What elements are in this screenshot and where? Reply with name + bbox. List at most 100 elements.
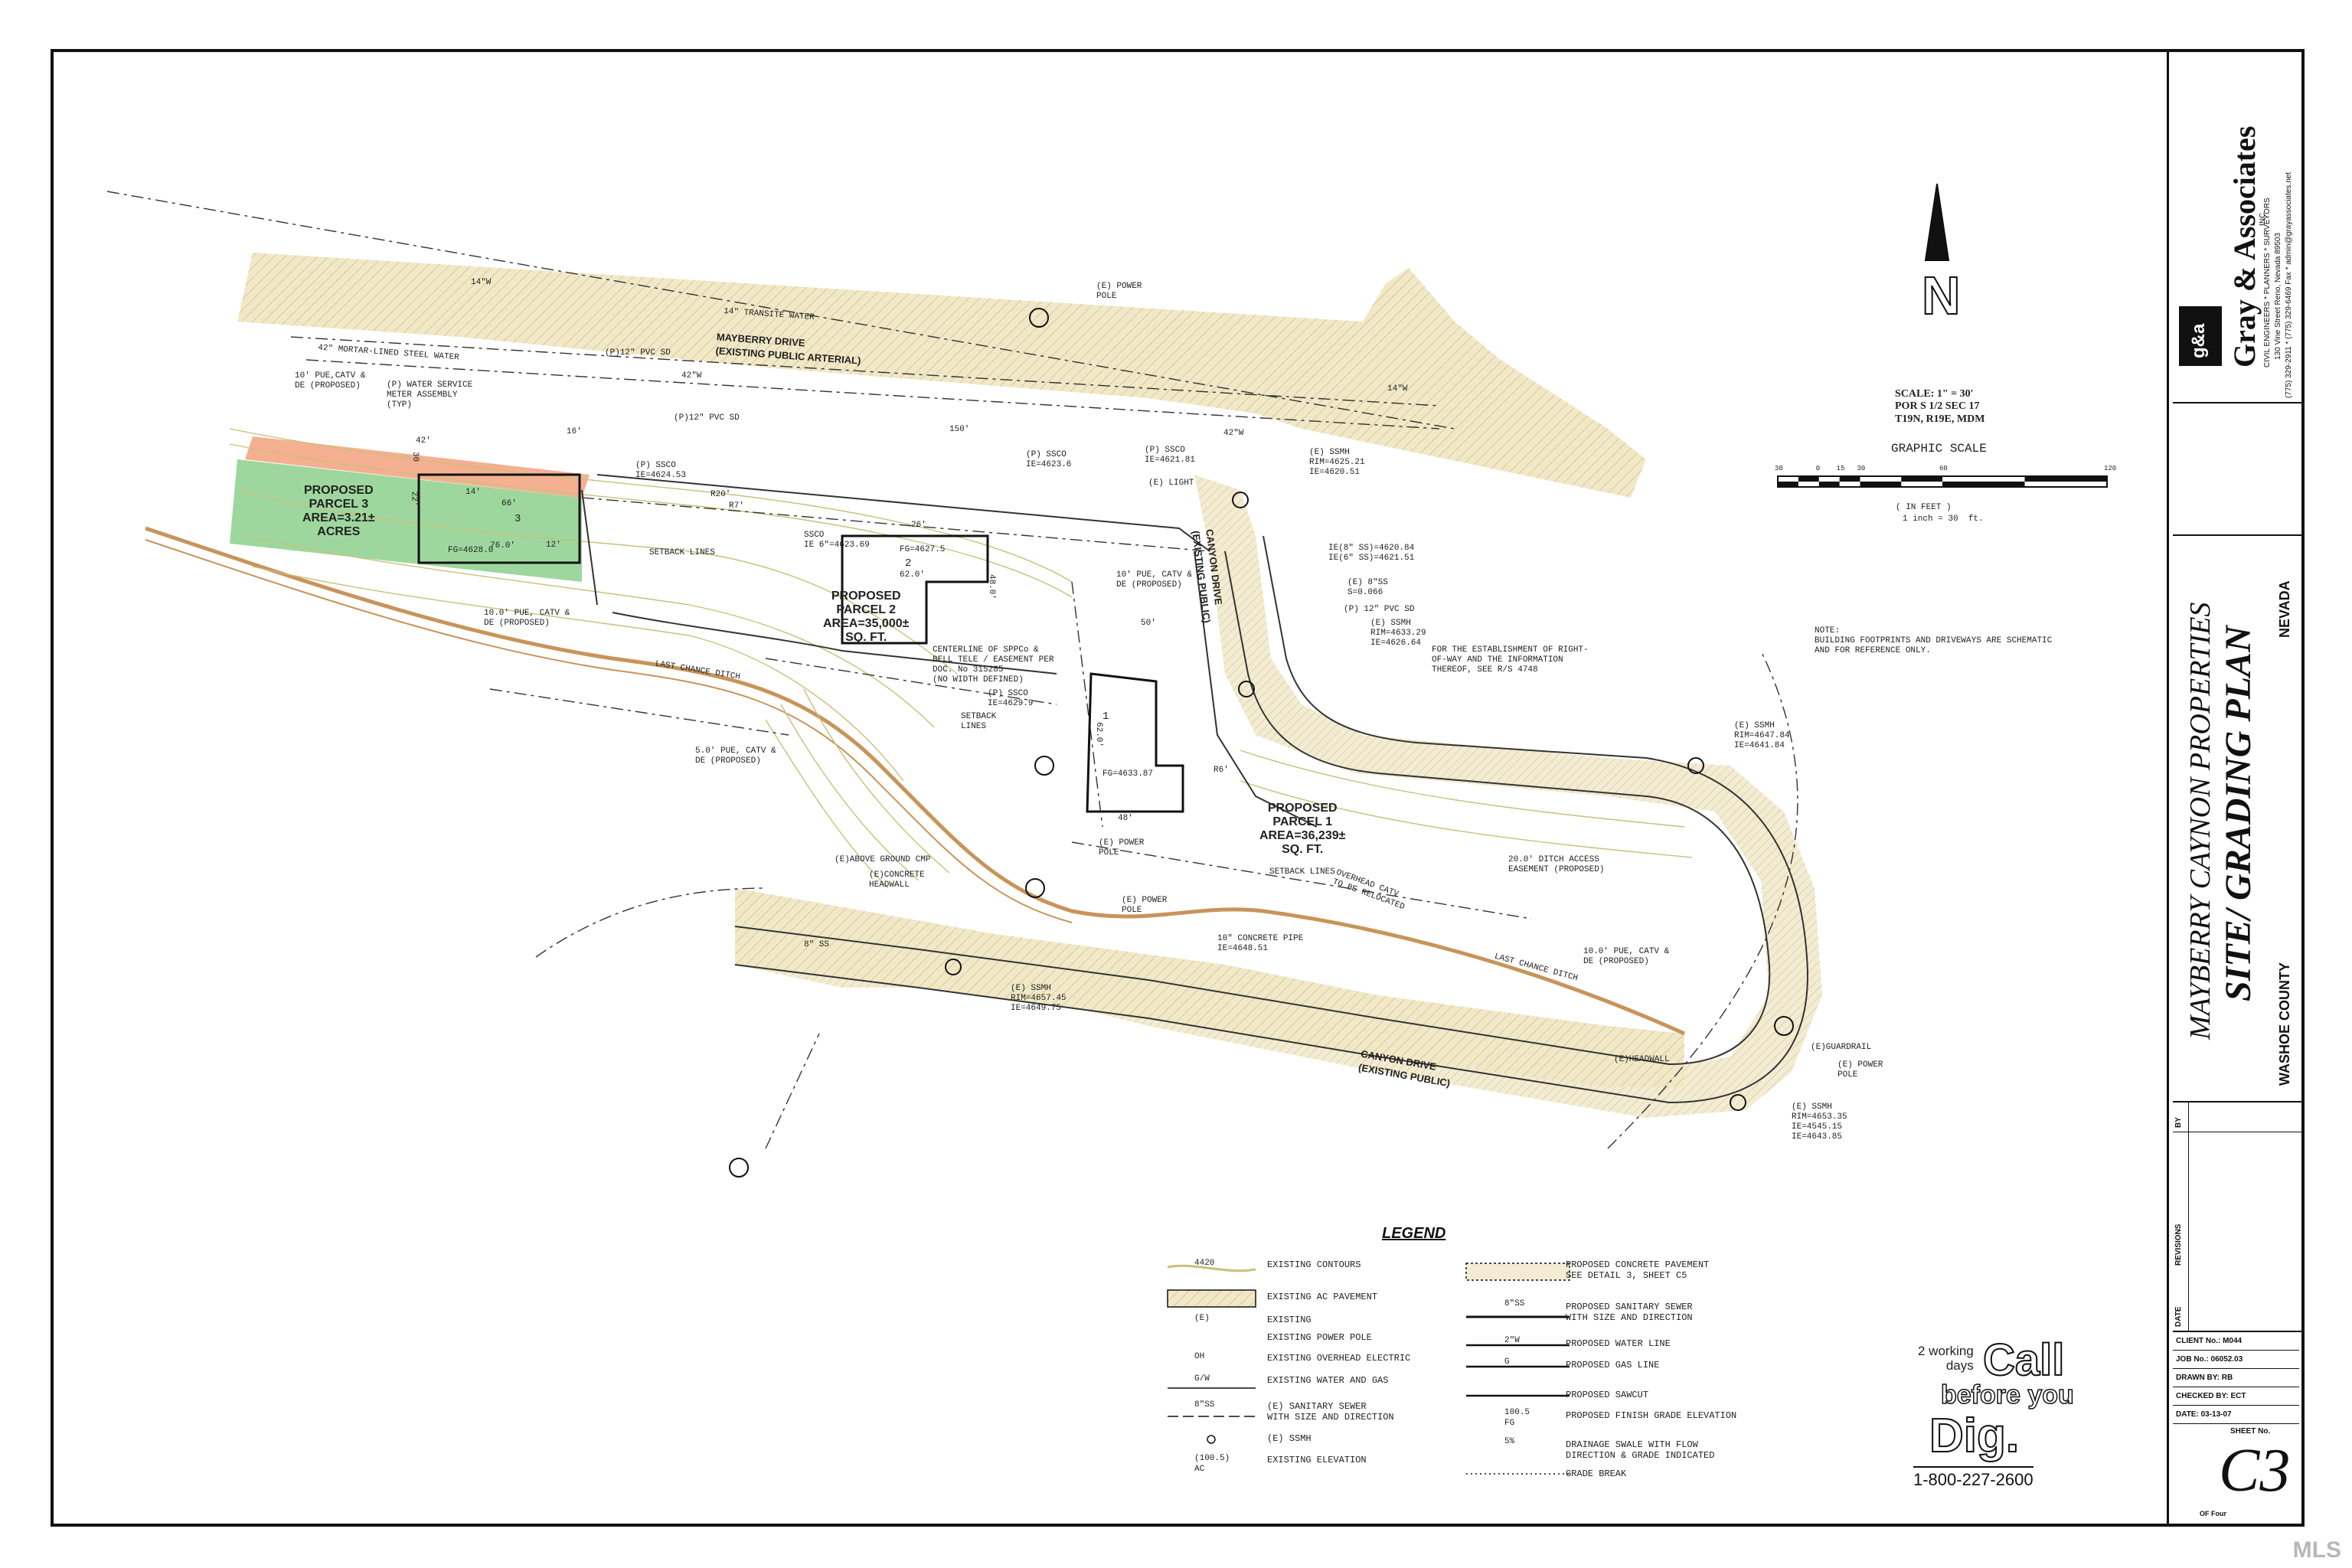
legend-symbol-label: (100.5) AC bbox=[1194, 1454, 1230, 1474]
sewer-8-label: (E) 8"SS S=0.066 bbox=[1348, 578, 1388, 597]
scale-tick-label: 30 bbox=[1857, 465, 1866, 472]
setback-label-2: SETBACK LINES bbox=[961, 712, 997, 731]
dimension-label: 26' bbox=[911, 521, 926, 530]
legend-item-left: EXISTING WATER AND GAS bbox=[1267, 1375, 1389, 1386]
legend-symbol-label: 4420 bbox=[1194, 1259, 1215, 1268]
manhole-icon bbox=[945, 959, 962, 975]
before-you-word: before you bbox=[1940, 1380, 2074, 1410]
legend-item-left: EXISTING bbox=[1267, 1315, 1312, 1325]
graphic-scale-title: GRAPHIC SCALE bbox=[1891, 442, 1987, 456]
firm-logo-text: g&a bbox=[2188, 323, 2209, 358]
scale-line-1: SCALE: 1" = 30' bbox=[1895, 388, 1974, 400]
legend-item-left: EXISTING CONTOURS bbox=[1267, 1259, 1361, 1270]
scale-tick-label: 0 bbox=[1815, 465, 1821, 472]
legend-item-right: PROPOSED CONCRETE PAVEMENT SEE DETAIL 3,… bbox=[1566, 1259, 1710, 1281]
firm-phone: (775) 329-2911 * (775) 329-6469 Fax * ad… bbox=[2285, 172, 2293, 398]
parcel-1-label: PROPOSED PARCEL 1 AREA=36,239± SQ. FT. bbox=[1259, 802, 1346, 856]
ssco-label-1: (P) SSCO IE=4624.53 bbox=[635, 461, 687, 480]
legend-title: LEGEND bbox=[1382, 1225, 1446, 1242]
legend-symbol-label: 8"SS bbox=[1194, 1400, 1215, 1410]
parcel-3-footprint bbox=[417, 473, 581, 564]
legend-item-right: DRAINAGE SWALE WITH FLOW DIRECTION & GRA… bbox=[1566, 1439, 1715, 1461]
legend-item-right: PROPOSED GAS LINE bbox=[1566, 1360, 1660, 1370]
dashed-easements bbox=[106, 191, 1798, 1149]
dimension-label: 16' bbox=[567, 427, 582, 436]
manhole-icon bbox=[1687, 757, 1704, 774]
building-footprints bbox=[417, 473, 1184, 813]
sheet-label: SHEET No. bbox=[2230, 1427, 2271, 1436]
ssco-label-2: (P) SSCO IE=4623.6 bbox=[1026, 450, 1072, 469]
sewer-8-label-2: 8" SS bbox=[804, 940, 830, 949]
sheet-title: SITE/ GRADING PLAN bbox=[2218, 626, 2259, 1001]
checked-by: CHECKED BY: ECT bbox=[2173, 1387, 2299, 1406]
dimension-label: 62.0' bbox=[1094, 721, 1104, 748]
project-state: NEVADA bbox=[2277, 580, 2292, 638]
pue-label-4: 10' PUE, CATV & DE (PROPOSED) bbox=[1116, 570, 1193, 590]
scale-unit-label: ( IN FEET ) bbox=[1896, 503, 1952, 512]
power-pole-label-3: (E) POWER POLE bbox=[1122, 896, 1168, 915]
legend-symbol-label: 5% bbox=[1504, 1437, 1515, 1446]
water-size-label: 42"W bbox=[1223, 429, 1244, 438]
revisions-block: BY REVISIONS DATE bbox=[2173, 1101, 2303, 1332]
call-working-days: 2 working days bbox=[1918, 1344, 1974, 1373]
legend-item-left: EXISTING ELEVATION bbox=[1267, 1455, 1367, 1465]
mayberry-drive-pavement bbox=[237, 253, 1646, 498]
legend-symbol-label: 8"SS bbox=[1504, 1299, 1525, 1308]
dimension-label: 76.0' bbox=[490, 541, 516, 550]
last-chance-ditch bbox=[145, 526, 1686, 1036]
dimension-label: R7' bbox=[729, 501, 744, 511]
power-pole-icon bbox=[1034, 756, 1054, 776]
legend-symbols bbox=[1167, 1263, 1570, 1475]
dimension-label: 42' bbox=[416, 436, 431, 446]
water-meter-label: (P) WATER SERVICE METER ASSEMBLY (TYP) bbox=[387, 381, 473, 410]
pvc-sd-label-2: (P)12" PVC SD bbox=[674, 413, 740, 423]
guardrail-label: (E)GUARDRAIL bbox=[1811, 1043, 1872, 1052]
legend-concrete-symbol bbox=[1465, 1263, 1570, 1281]
ssco-label-4: SSCO IE 6"=4623.69 bbox=[804, 531, 870, 550]
firm-name: Gray & Associates bbox=[2227, 126, 2262, 368]
parcel-3-green-area bbox=[230, 459, 582, 582]
power-pole-label-2: (E) POWER POLE bbox=[1099, 838, 1145, 858]
property-lines bbox=[581, 474, 1318, 828]
dimension-label: 50' bbox=[1141, 619, 1156, 628]
blank-block bbox=[2173, 402, 2303, 536]
road-edges bbox=[734, 535, 1808, 1104]
drawing-date: DATE: 03-13-07 bbox=[2173, 1406, 2299, 1424]
parcel-2-footprint bbox=[841, 534, 989, 645]
dimension-label: 48.0' bbox=[987, 573, 997, 600]
water-size-label: 42"W bbox=[681, 371, 702, 381]
sheet-number: C3 bbox=[2219, 1437, 2291, 1504]
setback-label-3: SETBACK LINES bbox=[1269, 867, 1335, 877]
project-county: WASHOE COUNTY bbox=[2277, 962, 2292, 1086]
legend-item-right: PROPOSED SANITARY SEWER WITH SIZE AND DI… bbox=[1566, 1302, 1693, 1323]
ssmh-label-3: (E) SSMH RIM=4647.84 IE=4641.84 bbox=[1734, 721, 1790, 750]
ssco-label-3: (P) SSCO IE=4621.81 bbox=[1145, 446, 1196, 465]
pue-label-3: 5.0' PUE, CATV & DE (PROPOSED) bbox=[695, 746, 776, 766]
legend-item-left: (E) SSMH bbox=[1267, 1433, 1312, 1444]
legend-symbol-label: (E) bbox=[1194, 1314, 1210, 1323]
job-number: JOB No.: 06052.03 bbox=[2173, 1351, 2299, 1369]
concrete-pipe-label: 10" CONCRETE PIPE IE=4648.51 bbox=[1217, 934, 1304, 953]
manhole-icon bbox=[1730, 1094, 1746, 1111]
by-label: BY bbox=[2174, 1117, 2183, 1128]
title-block bbox=[2167, 51, 2301, 1525]
ssmh-label-2: (E) SSMH RIM=4633.29 IE=4626.64 bbox=[1370, 619, 1426, 648]
power-pole-label: (E) POWER POLE bbox=[1096, 282, 1142, 301]
scale-unit-conversion: 1 inch = 30 ft. bbox=[1903, 514, 1984, 524]
legend-symbol-label: OH bbox=[1194, 1352, 1205, 1361]
ssmh-label-1: (E) SSMH RIM=4625.21 IE=4620.51 bbox=[1309, 448, 1365, 477]
dimension-label: 62.0' bbox=[900, 570, 926, 580]
legend-symbol-label: G bbox=[1504, 1357, 1510, 1367]
sheet-number-block: SHEET No. C3 OF Four bbox=[2173, 1424, 2303, 1524]
dig-word: Dig. bbox=[1929, 1409, 2020, 1463]
ssmh-label-4: (E) SSMH RIM=4657.45 IE=4649.75 bbox=[1011, 984, 1067, 1013]
headwall-label-2: (E)HEADWALL bbox=[1614, 1055, 1670, 1064]
call-phone: 1-800-227-2600 bbox=[1913, 1466, 2034, 1490]
dimension-label: R20' bbox=[710, 490, 731, 499]
dimension-label: 30 bbox=[410, 451, 420, 462]
date-label: DATE bbox=[2174, 1306, 2183, 1327]
contour-lines bbox=[229, 428, 1693, 889]
firm-logo-icon bbox=[2179, 306, 2222, 366]
sheet-of-label: OF Four bbox=[2200, 1510, 2226, 1517]
scale-tick-label: 30 bbox=[1775, 465, 1783, 472]
